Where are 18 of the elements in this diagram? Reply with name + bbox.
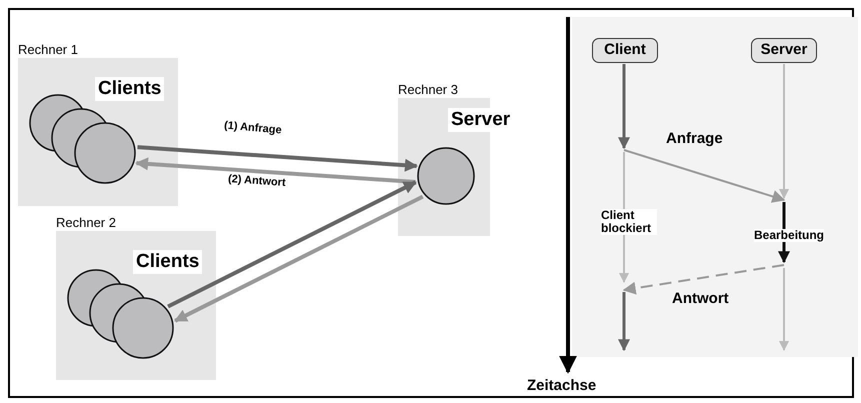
- arrow: [137, 145, 418, 172]
- arrow: [167, 180, 417, 308]
- edge-label: (1) Anfrage: [222, 119, 284, 137]
- computer-heading: Rechner 1: [18, 42, 78, 58]
- arrow: [174, 194, 424, 323]
- phase-label: Bearbeitung: [754, 229, 824, 242]
- participant-box: Server: [751, 38, 817, 63]
- computer-heading: Rechner 2: [56, 215, 116, 231]
- role-label: Clients: [133, 250, 202, 274]
- edge-label: Anfrage: [664, 130, 725, 147]
- arrow: [622, 264, 784, 295]
- arrow: [624, 149, 786, 203]
- participant-box: Client: [592, 38, 658, 63]
- computer-heading: Rechner 3: [398, 82, 458, 98]
- phase-label: Client blockiert: [601, 209, 657, 235]
- axis-label: Zeitachse: [527, 377, 596, 395]
- role-label: Clients: [95, 77, 164, 101]
- arrow: [135, 157, 416, 184]
